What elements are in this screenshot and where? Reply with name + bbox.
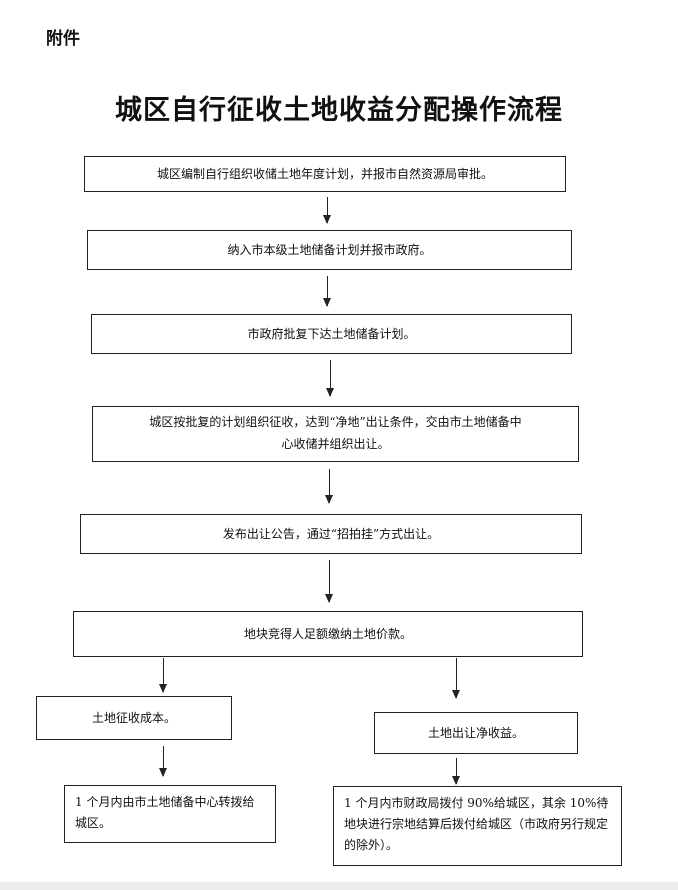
page-bottom-edge <box>0 882 678 890</box>
step-transfer-announcement: 发布出让公告，通过“招拍挂”方式出让。 <box>80 514 582 554</box>
flow-arrow-right-branch <box>450 658 462 699</box>
step-land-price-payment: 地块竞得人足额缴纳土地价款。 <box>73 611 583 657</box>
step-city-reserve-plan-text: 纳入市本级土地储备计划并报市政府。 <box>227 243 432 257</box>
branch-cost-transfer-result: 1 个月内由市土地储备中心转拨给城区。 <box>64 785 276 843</box>
flow-arrow <box>323 469 335 504</box>
flow-arrow <box>321 197 333 224</box>
attachment-label: 附件 <box>46 29 80 49</box>
step-land-acquisition-line2: 心收储并组织出让。 <box>281 437 390 451</box>
branch-cost-transfer-result-text: 1 个月内由市土地储备中心转拨给城区。 <box>75 795 255 830</box>
branch-net-income: 土地出让净收益。 <box>374 712 578 754</box>
flow-arrow <box>450 758 462 785</box>
flow-arrow <box>324 360 336 397</box>
step-annual-plan: 城区编制自行组织收储土地年度计划，并报市自然资源局审批。 <box>84 156 566 192</box>
step-land-acquisition: 城区按批复的计划组织征收，达到“净地”出让条件，交由市土地储备中 心收储并组织出… <box>92 406 579 462</box>
flow-arrow <box>321 276 333 307</box>
step-government-approval-text: 市政府批复下达土地储备计划。 <box>247 327 416 341</box>
step-transfer-announcement-text: 发布出让公告，通过“招拍挂”方式出让。 <box>222 527 440 541</box>
flow-arrow-left-branch <box>157 658 169 693</box>
branch-acquisition-cost-text: 土地征收成本。 <box>91 711 176 725</box>
flow-arrow <box>157 746 169 777</box>
step-land-acquisition-line1: 城区按批复的计划组织征收，达到“净地”出让条件，交由市土地储备中 <box>149 415 522 429</box>
branch-income-allocation-result: 1 个月内市财政局拨付 90%给城区，其余 10%待地块进行宗地结算后拨付给城区… <box>333 786 622 866</box>
branch-acquisition-cost: 土地征收成本。 <box>36 696 232 740</box>
step-government-approval: 市政府批复下达土地储备计划。 <box>91 314 572 354</box>
step-city-reserve-plan: 纳入市本级土地储备计划并报市政府。 <box>87 230 572 270</box>
step-land-price-payment-text: 地块竞得人足额缴纳土地价款。 <box>243 627 412 641</box>
step-annual-plan-text: 城区编制自行组织收储土地年度计划，并报市自然资源局审批。 <box>156 167 493 181</box>
branch-income-allocation-result-text: 1 个月内市财政局拨付 90%给城区，其余 10%待地块进行宗地结算后拨付给城区… <box>344 796 609 852</box>
page-title: 城区自行征收土地收益分配操作流程 <box>115 95 563 126</box>
branch-net-income-text: 土地出让净收益。 <box>427 726 524 740</box>
flow-arrow <box>323 560 335 603</box>
